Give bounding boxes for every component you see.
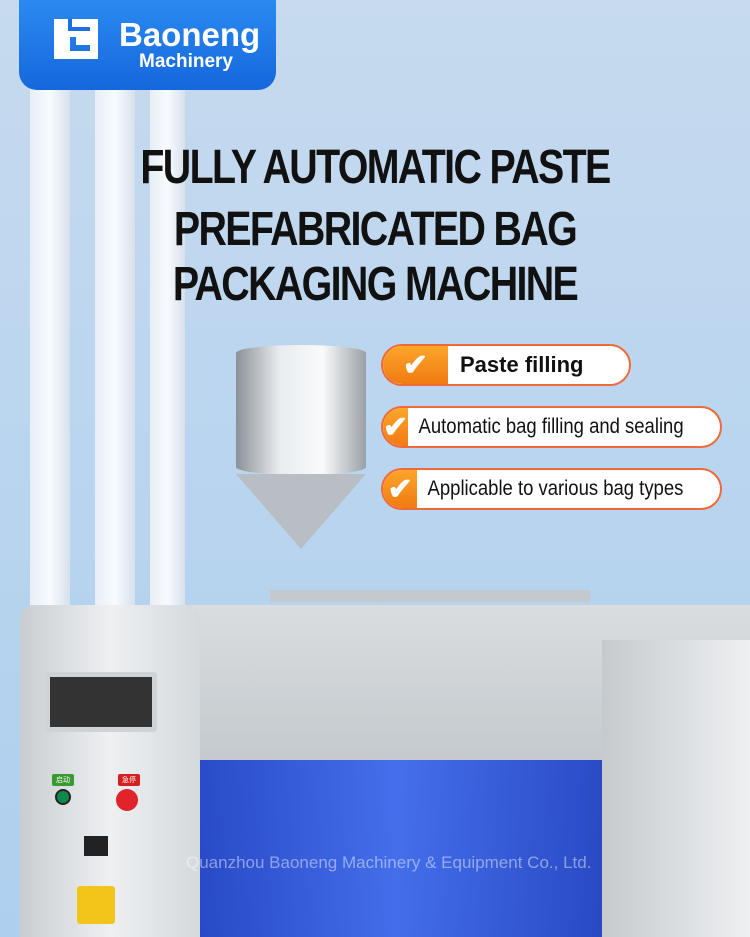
machine-hopper	[236, 345, 366, 475]
brand-logo: Baoneng Machinery	[19, 0, 276, 90]
check-icon: ✔	[383, 470, 418, 508]
feature-badge: ✔ Automatic bag filling and sealing	[381, 406, 722, 448]
machine-right-panel	[602, 640, 750, 937]
stop-label: 急停	[118, 774, 140, 786]
machine-blue-guard	[192, 760, 602, 937]
feature-label: Paste filling	[460, 352, 584, 377]
power-switch[interactable]	[77, 886, 115, 924]
brand-name: Baoneng	[119, 16, 261, 53]
machine-control-column	[20, 605, 200, 937]
headline-line-1: FULLY AUTOMATIC PASTE	[140, 141, 611, 194]
feature-badge: ✔ Paste filling	[381, 344, 631, 386]
feature-label: Applicable to various bag types	[427, 477, 684, 500]
machine-cylinder	[270, 590, 590, 602]
touch-screen[interactable]	[45, 672, 157, 732]
brand-subtitle: Machinery	[139, 51, 233, 72]
logo-b-icon	[54, 19, 98, 59]
check-icon: ✔	[383, 346, 448, 384]
watermark: Quanzhou Baoneng Machinery & Equipment C…	[186, 853, 592, 872]
feature-badge: ✔ Applicable to various bag types	[381, 468, 722, 510]
start-label: 启动	[52, 774, 74, 786]
check-icon: ✔	[383, 408, 409, 446]
temperature-controller	[84, 836, 108, 856]
emergency-stop-button[interactable]	[116, 789, 138, 811]
start-button[interactable]	[55, 789, 71, 805]
machine-hopper-cone	[236, 474, 366, 549]
headline-line-2: PREFABRICATED BAG PACKAGING MACHINE	[172, 203, 579, 311]
feature-label: Automatic bag filling and sealing	[418, 415, 684, 438]
